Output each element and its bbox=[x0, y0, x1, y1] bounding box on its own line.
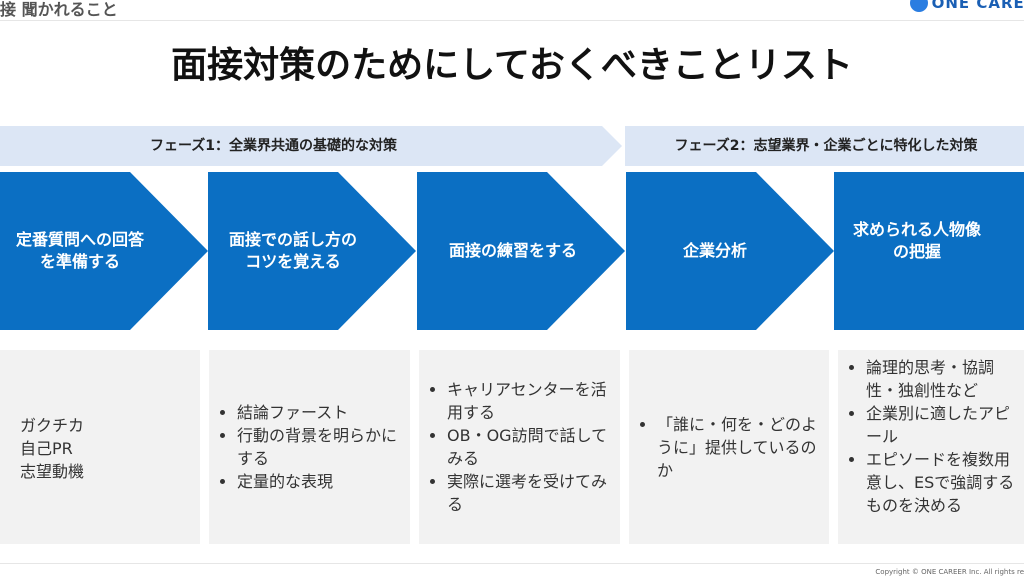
step-label-1: 定番質問への回答を準備する bbox=[0, 172, 160, 330]
chevron-shape-4 bbox=[626, 172, 834, 330]
detail-card-2: 結論ファースト 行動の背景を明らかにする 定量的な表現 bbox=[209, 350, 410, 544]
step-chevron-2: 面接での話し方のコツを覚える bbox=[208, 172, 416, 330]
chevron-shape-1 bbox=[0, 172, 208, 330]
card-2-list: 結論ファースト 行動の背景を明らかにする 定量的な表現 bbox=[209, 401, 399, 493]
step-label-4: 企業分析 bbox=[626, 172, 804, 330]
card-1-line: 志望動機 bbox=[20, 462, 85, 481]
step-label-5: 求められる人物像の把握 bbox=[834, 162, 1000, 320]
logo-mark-icon bbox=[909, 0, 928, 12]
step-3-line-1: 面接の練習をする bbox=[448, 241, 577, 260]
copyright-text: Copyright © ONE CAREER Inc. All rights r… bbox=[875, 568, 1024, 576]
phase-1-label: フェーズ1：全業界共通の基礎的な対策 bbox=[150, 138, 398, 154]
step-5-line-2: の把握 bbox=[892, 242, 941, 261]
slide-title: 面接対策のためにしておくべきことリスト bbox=[171, 45, 853, 86]
card-1-line: ガクチカ bbox=[20, 416, 85, 435]
list-item: キャリアセンターを活用する bbox=[447, 378, 615, 424]
phase-2-label: フェーズ2：志望業界・企業ごとに特化した対策 bbox=[674, 138, 978, 154]
list-item: 実際に選考を受けてみる bbox=[447, 470, 615, 516]
detail-card-4: 「誰に・何を・どのように」提供しているのか bbox=[629, 350, 829, 544]
step-2-line-1: 面接での話し方の bbox=[228, 230, 357, 249]
step-1-line-2: を準備する bbox=[39, 252, 120, 271]
card-1-lines: ガクチカ 自己PR 志望動機 bbox=[20, 414, 84, 483]
detail-card-3: キャリアセンターを活用する OB・OG訪問で話してみる 実際に選考を受けてみる bbox=[419, 350, 620, 544]
list-item: 企業別に適したアピール bbox=[866, 402, 1022, 448]
list-item: 「誰に・何を・どのように」提供しているのか bbox=[657, 413, 823, 482]
phase-banner-2-shape bbox=[625, 126, 1024, 166]
chevron-shape-5 bbox=[834, 172, 1024, 330]
card-5-list: 論理的思考・協調性・独創性など 企業別に適したアピール エピソードを複数用意し、… bbox=[838, 356, 1022, 517]
list-item: 行動の背景を明らかにする bbox=[237, 424, 399, 470]
step-chevron-3: 面接の練習をする bbox=[417, 172, 625, 330]
card-1-line: 自己PR bbox=[20, 439, 73, 458]
phase-banner-1-shape bbox=[0, 126, 622, 166]
list-item: 結論ファースト bbox=[237, 401, 399, 424]
step-label-2: 面接での話し方のコツを覚える bbox=[208, 172, 378, 330]
list-item: 定量的な表現 bbox=[237, 470, 399, 493]
step-chevron-4: 企業分析 bbox=[626, 172, 834, 330]
section-label: 接 聞かれること bbox=[0, 0, 118, 19]
step-chevron-5: 求められる人物像の把握 bbox=[834, 172, 1024, 330]
phase-banner-1: フェーズ1：全業界共通の基礎的な対策 bbox=[0, 126, 622, 166]
chevron-shape-2 bbox=[208, 172, 416, 330]
chevron-shape-3 bbox=[417, 172, 625, 330]
top-bar: 接 聞かれること ONE CAREE bbox=[0, 0, 1024, 21]
detail-card-5: 論理的思考・協調性・独創性など 企業別に適したアピール エピソードを複数用意し、… bbox=[838, 350, 1024, 544]
phase-banner-2: フェーズ2：志望業界・企業ごとに特化した対策 bbox=[625, 126, 1024, 166]
footer-bar: Copyright © ONE CAREER Inc. All rights r… bbox=[0, 563, 1024, 576]
step-label-3: 面接の練習をする bbox=[417, 172, 609, 330]
list-item: OB・OG訪問で話してみる bbox=[447, 424, 615, 470]
step-2-line-2: コツを覚える bbox=[245, 252, 341, 271]
step-chevron-1: 定番質問への回答を準備する bbox=[0, 172, 208, 330]
card-4-list: 「誰に・何を・どのように」提供しているのか bbox=[629, 413, 823, 482]
list-item: エピソードを複数用意し、ESで強調するものを決める bbox=[866, 448, 1022, 517]
list-item: 論理的思考・協調性・独創性など bbox=[866, 356, 1022, 402]
detail-card-1: ガクチカ 自己PR 志望動機 bbox=[0, 350, 200, 544]
step-1-line-1: 定番質問への回答 bbox=[15, 230, 144, 249]
step-5-line-1: 求められる人物像 bbox=[852, 220, 981, 239]
logo-text: ONE CAREE bbox=[931, 0, 1024, 12]
company-logo: ONE CAREE bbox=[909, 0, 1024, 12]
card-3-list: キャリアセンターを活用する OB・OG訪問で話してみる 実際に選考を受けてみる bbox=[419, 378, 615, 516]
step-4-line-1: 企業分析 bbox=[682, 241, 747, 260]
